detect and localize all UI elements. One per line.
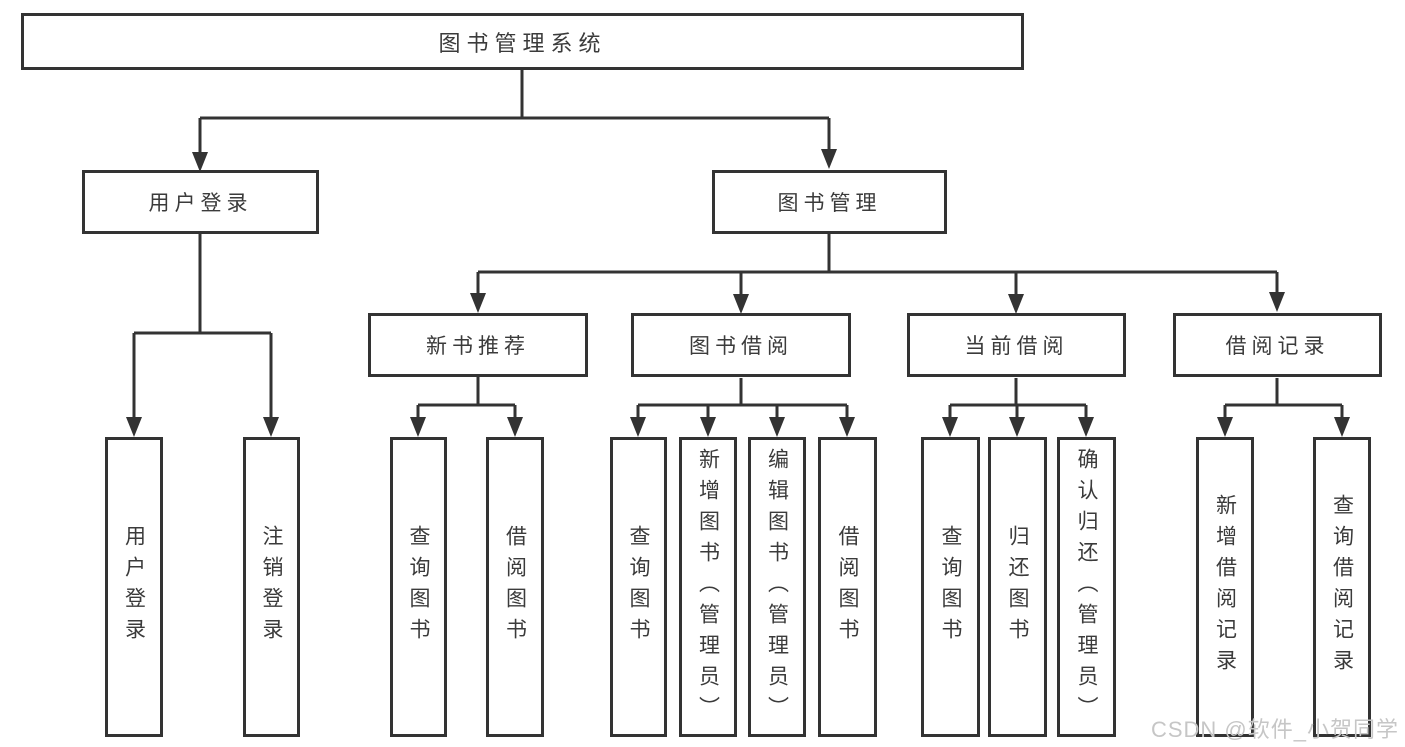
- leaf-label: 查询图书: [939, 525, 962, 649]
- leaf-return-book: 归还图书: [988, 437, 1047, 737]
- leaf-label: 编辑图书（管理员）: [765, 447, 789, 727]
- leaf-label: 借阅图书: [836, 525, 859, 649]
- leaf-label: 查询图书: [627, 525, 650, 649]
- arrowhead: [839, 417, 855, 437]
- arrowhead: [630, 417, 646, 437]
- arrowhead: [821, 149, 837, 169]
- leaf-confirm-return-admin: 确认归还（管理员）: [1057, 437, 1116, 737]
- leaf-label: 借阅图书: [503, 525, 527, 649]
- node-borrowing-records: 借阅记录: [1173, 313, 1382, 377]
- leaf-edit-book-admin: 编辑图书（管理员）: [748, 437, 806, 737]
- arrowhead: [1334, 417, 1350, 437]
- leaf-logout: 注销登录: [243, 437, 300, 737]
- leaf-label: 用户登录: [122, 525, 146, 649]
- leaf-add-borrow-record: 新增借阅记录: [1196, 437, 1254, 737]
- leaf-label: 新增借阅记录: [1213, 494, 1237, 680]
- leaf-add-book-admin: 新增图书（管理员）: [679, 437, 737, 737]
- arrowhead: [1009, 417, 1025, 437]
- leaf-user-login: 用户登录: [105, 437, 163, 737]
- arrowhead: [263, 417, 279, 437]
- arrowhead: [507, 417, 523, 437]
- arrowhead: [769, 417, 785, 437]
- arrowhead: [733, 294, 749, 314]
- arrowhead: [192, 152, 208, 172]
- leaf-label: 注销登录: [260, 525, 283, 649]
- arrowhead: [126, 417, 142, 437]
- arrowhead: [942, 417, 958, 437]
- csdn-watermark: CSDN @软件_小贺同学: [1150, 717, 1399, 742]
- arrowhead: [1269, 292, 1285, 312]
- leaf-borrow-books-borrowing: 借阅图书: [818, 437, 877, 737]
- node-root-library-management-system: 图书管理系统: [21, 13, 1024, 70]
- leaf-label: 查询图书: [407, 525, 430, 649]
- node-book-borrowing: 图书借阅: [631, 313, 851, 377]
- leaf-label: 归还图书: [1006, 525, 1029, 649]
- arrowhead: [1008, 294, 1024, 314]
- leaf-query-borrow-record: 查询借阅记录: [1313, 437, 1371, 737]
- node-book-management: 图书管理: [712, 170, 947, 234]
- leaf-query-books-recommend: 查询图书: [390, 437, 447, 737]
- leaf-query-books-borrowing: 查询图书: [610, 437, 667, 737]
- node-new-book-recommendation: 新书推荐: [368, 313, 588, 377]
- leaf-borrow-books-recommend: 借阅图书: [486, 437, 544, 737]
- node-current-borrowing: 当前借阅: [907, 313, 1126, 377]
- leaf-label: 新增图书（管理员）: [696, 447, 720, 727]
- arrowhead: [410, 417, 426, 437]
- leaf-query-books-current: 查询图书: [921, 437, 980, 737]
- leaf-label: 查询借阅记录: [1330, 494, 1354, 680]
- arrowhead: [1217, 417, 1233, 437]
- arrowhead: [700, 417, 716, 437]
- arrowhead: [1078, 417, 1094, 437]
- leaf-label: 确认归还（管理员）: [1075, 447, 1098, 727]
- arrowhead: [470, 293, 486, 313]
- node-user-login: 用户登录: [82, 170, 319, 234]
